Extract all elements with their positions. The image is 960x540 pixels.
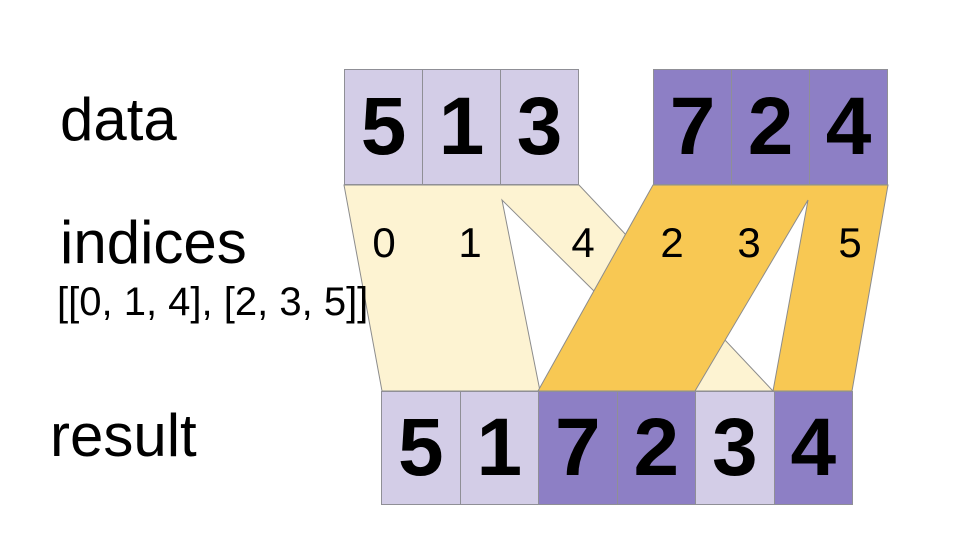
result-cell: 4 — [773, 391, 853, 505]
data-cell: 3 — [500, 69, 579, 185]
result-cell: 3 — [695, 391, 775, 505]
data-cell: 7 — [653, 69, 732, 185]
index-digit: 2 — [660, 219, 684, 266]
data-array-1: 7 2 4 — [653, 69, 888, 185]
data-cell: 2 — [731, 69, 810, 185]
data-cell: 5 — [344, 69, 423, 185]
result-row: 5 1 7 2 3 4 — [381, 391, 853, 505]
result-cell: 1 — [459, 391, 539, 505]
result-cell: 5 — [381, 391, 461, 505]
index-digit: 1 — [458, 219, 482, 266]
data-cell: 4 — [809, 69, 888, 185]
result-cell: 7 — [538, 391, 618, 505]
result-cell: 2 — [616, 391, 696, 505]
index-digit: 5 — [838, 219, 862, 266]
index-digit: 3 — [737, 219, 761, 266]
index-digit: 4 — [571, 219, 595, 266]
indices-label: indices — [60, 209, 247, 276]
data-label: data — [60, 86, 177, 153]
result-label: result — [50, 402, 197, 469]
indices-value-text: [[0, 1, 4], [2, 3, 5]] — [57, 280, 369, 324]
data-array-0: 5 1 3 — [344, 69, 579, 185]
data-cell: 1 — [422, 69, 501, 185]
index-digit: 0 — [372, 219, 396, 266]
